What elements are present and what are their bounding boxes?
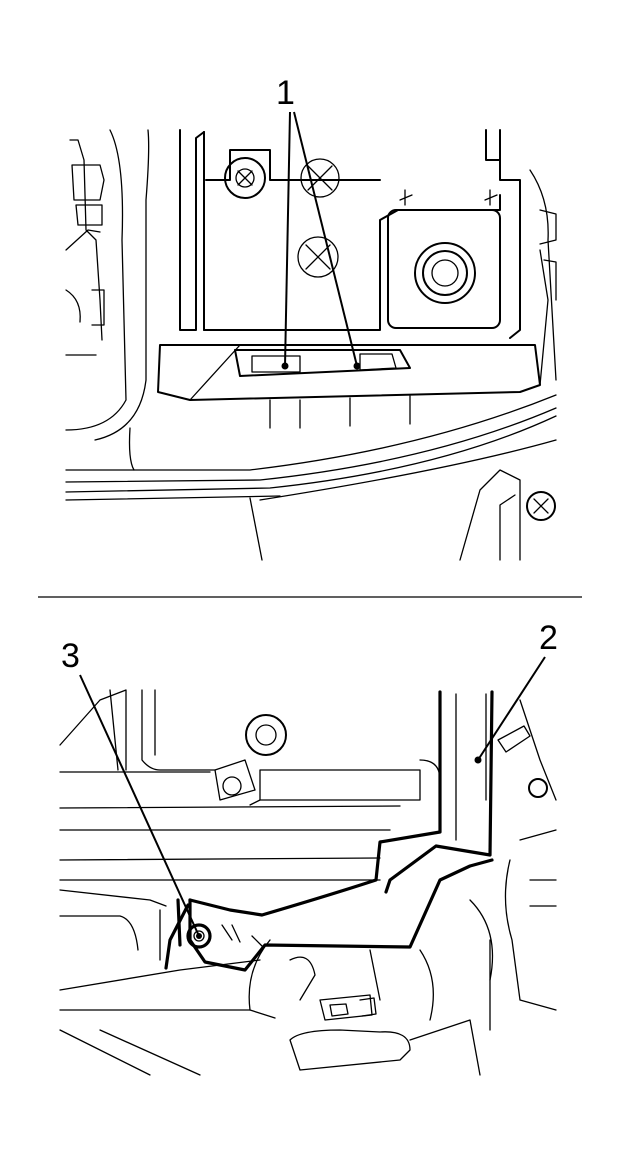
left-wiring-harness	[65, 129, 150, 441]
callout-3-point	[196, 933, 202, 939]
callout-1-label: 1	[276, 74, 295, 112]
callout-2-point	[474, 756, 482, 764]
right-bracket	[529, 169, 557, 381]
callout-2: 2	[474, 619, 558, 764]
mounting-bolt	[186, 923, 263, 949]
bottom-panel-illustration: 2 3	[59, 619, 558, 1076]
battery	[179, 129, 521, 339]
callout-2-leader	[477, 656, 546, 761]
callout-3: 3	[61, 637, 202, 939]
module-outline	[164, 690, 494, 972]
battery-tray	[157, 249, 549, 429]
callout-3-leader	[79, 674, 200, 937]
lower-hoses	[59, 889, 494, 1076]
callout-1-leader-right	[293, 111, 358, 367]
right-pillar	[455, 693, 557, 1031]
callout-1-point-left	[281, 362, 289, 370]
callout-1: 1	[276, 74, 361, 370]
front-crossmember	[65, 394, 557, 561]
callout-3-label: 3	[61, 637, 80, 675]
callout-1-point-right	[353, 362, 361, 370]
callout-1-leader-left	[284, 111, 291, 367]
callout-2-label: 2	[539, 619, 558, 657]
upper-body-structure	[59, 689, 441, 881]
top-panel-illustration: 1	[65, 74, 557, 561]
